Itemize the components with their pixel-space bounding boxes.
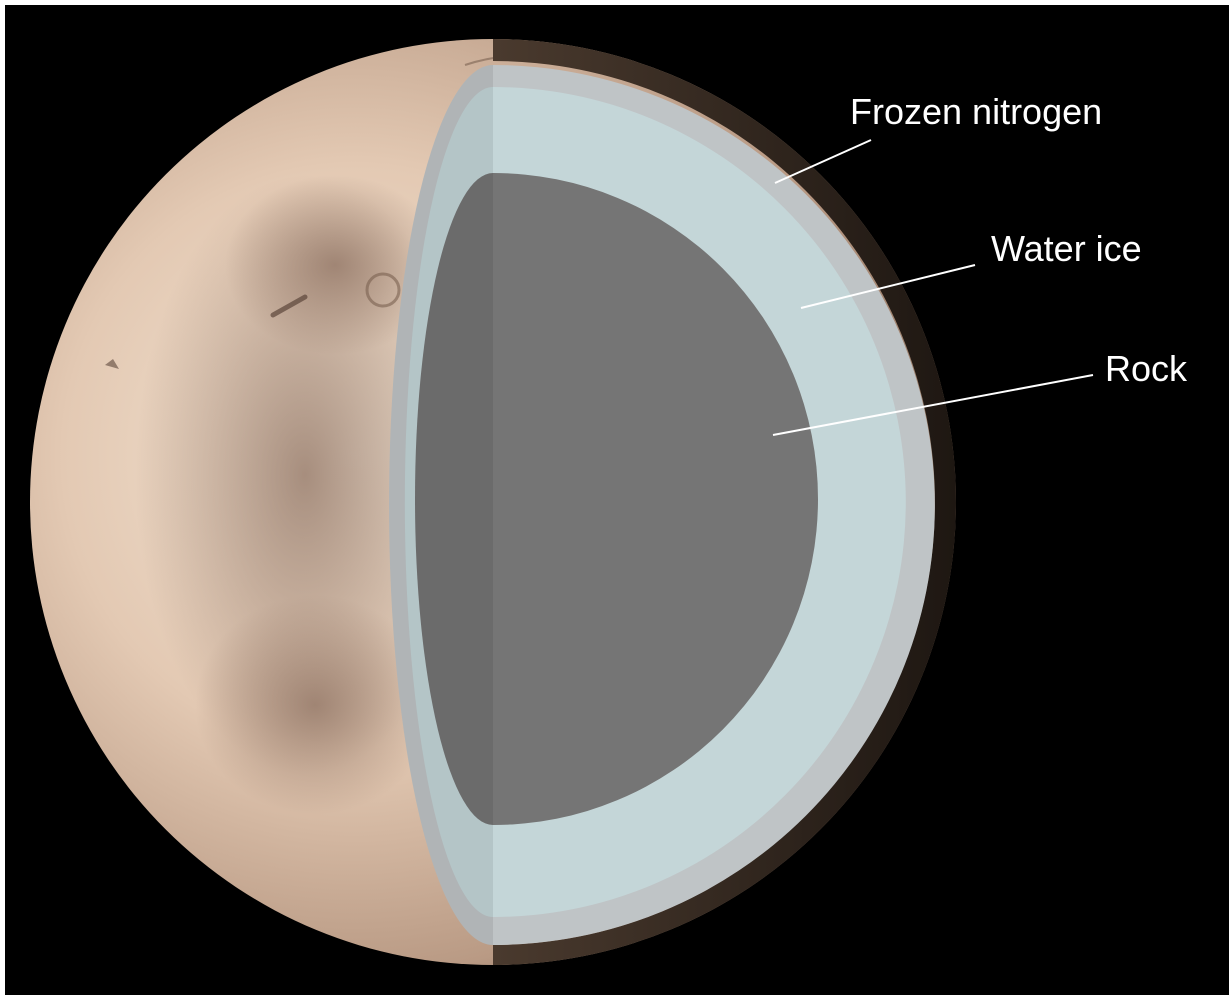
rock-label: Rock bbox=[1105, 348, 1188, 389]
water-ice-label: Water ice bbox=[991, 228, 1142, 269]
frozen-nitrogen-label: Frozen nitrogen bbox=[850, 91, 1102, 132]
diagram-stage: Frozen nitrogen Water ice Rock bbox=[5, 5, 1229, 995]
pluto-cutaway-diagram: Frozen nitrogen Water ice Rock bbox=[5, 5, 1229, 995]
